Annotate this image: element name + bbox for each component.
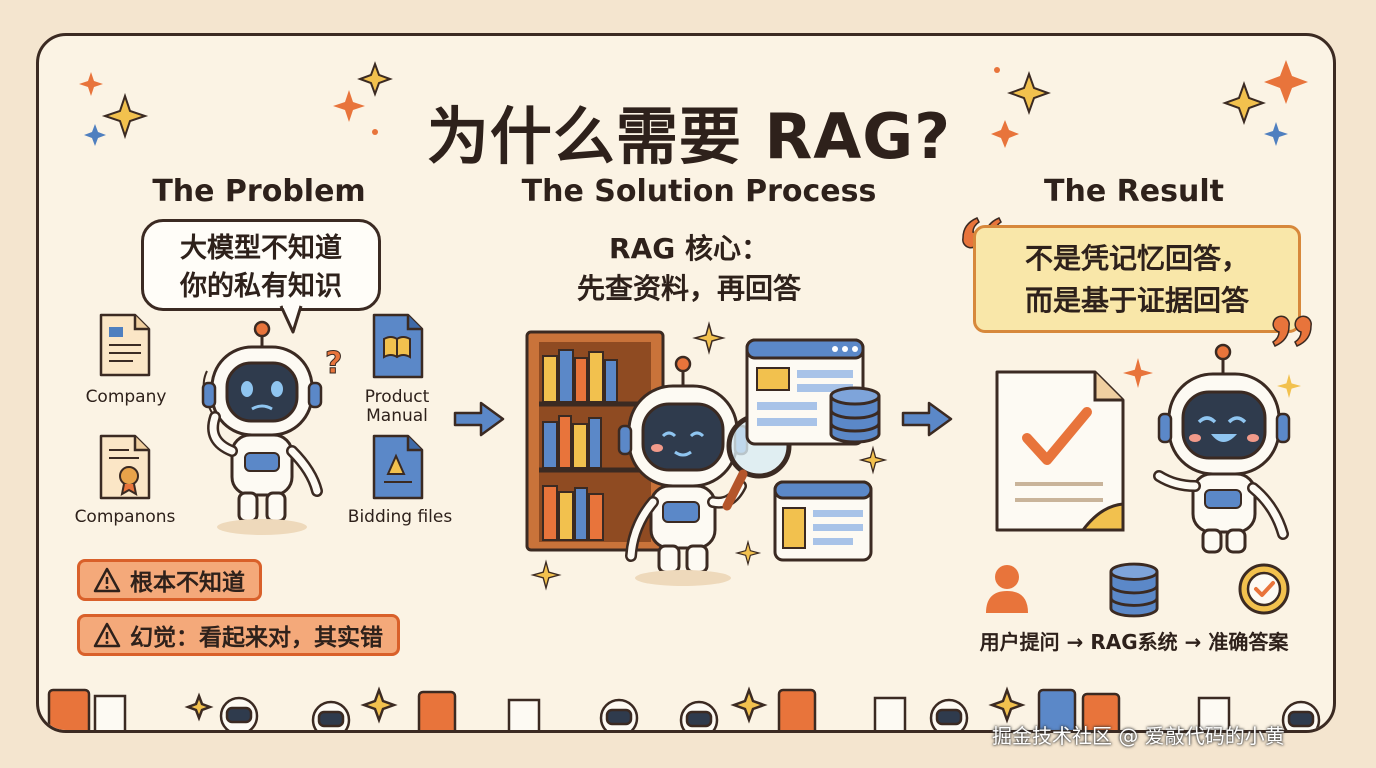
doc-label-companons: Companons xyxy=(74,507,176,527)
sparkle-icon xyxy=(1222,60,1308,146)
browser-window-illustration xyxy=(773,480,873,562)
sparkle-icon xyxy=(79,72,149,146)
arrow-right-icon xyxy=(453,401,505,437)
result-heading: The Result xyxy=(1044,174,1224,209)
solution-heading: The Solution Process xyxy=(521,174,877,209)
infographic-card: 为什么需要 RAG? The Problem 大模型不知道 你的私有知识 xyxy=(36,33,1336,733)
sparkle-icon xyxy=(1277,374,1301,398)
sparkle-icon xyxy=(530,559,562,591)
rag-core-text: RAG 核心： 先查资料，再回答 xyxy=(539,229,839,309)
page-title: 为什么需要 RAG? xyxy=(426,100,952,173)
core-line: 先查资料，再回答 xyxy=(576,272,801,305)
warning-badge: 根本不知道 xyxy=(77,559,262,601)
warning-text: 幻觉：看起来对，其实错 xyxy=(130,625,383,651)
bubble-tail xyxy=(279,302,303,334)
warning-text: 根本不知道 xyxy=(130,570,245,596)
result-quote-box: 不是凭记忆回答， 而是基于证据回答 xyxy=(973,225,1301,333)
searching-robot-illustration xyxy=(617,355,792,586)
doc-label-company: Company xyxy=(85,387,167,407)
book-file-icon xyxy=(372,313,424,379)
problem-speech-bubble: 大模型不知道 你的私有知识 xyxy=(141,219,381,311)
decorative-border-strip xyxy=(47,686,1321,730)
sparkle-icon xyxy=(734,539,762,567)
file-a-icon xyxy=(372,434,424,500)
sparkle-icon xyxy=(991,67,1051,148)
svg-text:?: ? xyxy=(325,346,342,381)
sparkle-icon xyxy=(333,61,393,135)
certificate-icon xyxy=(99,434,151,500)
warning-badge: 幻觉：看起来对，其实错 xyxy=(77,614,400,656)
sparkle-icon xyxy=(692,321,726,355)
core-line: RAG 核心： xyxy=(609,232,769,265)
sparkle-icon xyxy=(858,445,888,475)
document-icon xyxy=(99,313,151,377)
quote-line: 而是基于证据回答 xyxy=(1024,284,1249,317)
quote-close-icon xyxy=(1272,315,1312,347)
sparkle-icon xyxy=(1123,358,1153,388)
confused-robot-illustration: ? xyxy=(201,320,343,535)
doc-label-product-manual: Product Manual xyxy=(364,387,430,426)
watermark: 掘金技术社区 @ 爱敲代码的小黄 xyxy=(992,724,1285,748)
bookshelf-illustration xyxy=(525,330,665,552)
happy-robot-illustration xyxy=(1153,343,1291,554)
doc-label-bidding-files: Bidding files xyxy=(347,507,453,527)
database-icon xyxy=(829,386,881,444)
warning-icon xyxy=(93,567,121,593)
bubble-line: 你的私有知识 xyxy=(180,271,342,302)
database-icon xyxy=(1109,562,1159,618)
check-icon xyxy=(1238,563,1290,615)
user-icon xyxy=(986,565,1028,613)
bubble-line: 大模型不知道 xyxy=(180,233,342,264)
flow-text: 用户提问 → RAG系统 → 准确答案 xyxy=(979,630,1289,654)
warning-icon xyxy=(93,622,121,648)
arrow-right-icon xyxy=(901,401,953,437)
checked-document-illustration xyxy=(995,370,1125,532)
problem-heading: The Problem xyxy=(152,174,366,209)
quote-line: 不是凭记忆回答， xyxy=(1024,242,1249,275)
